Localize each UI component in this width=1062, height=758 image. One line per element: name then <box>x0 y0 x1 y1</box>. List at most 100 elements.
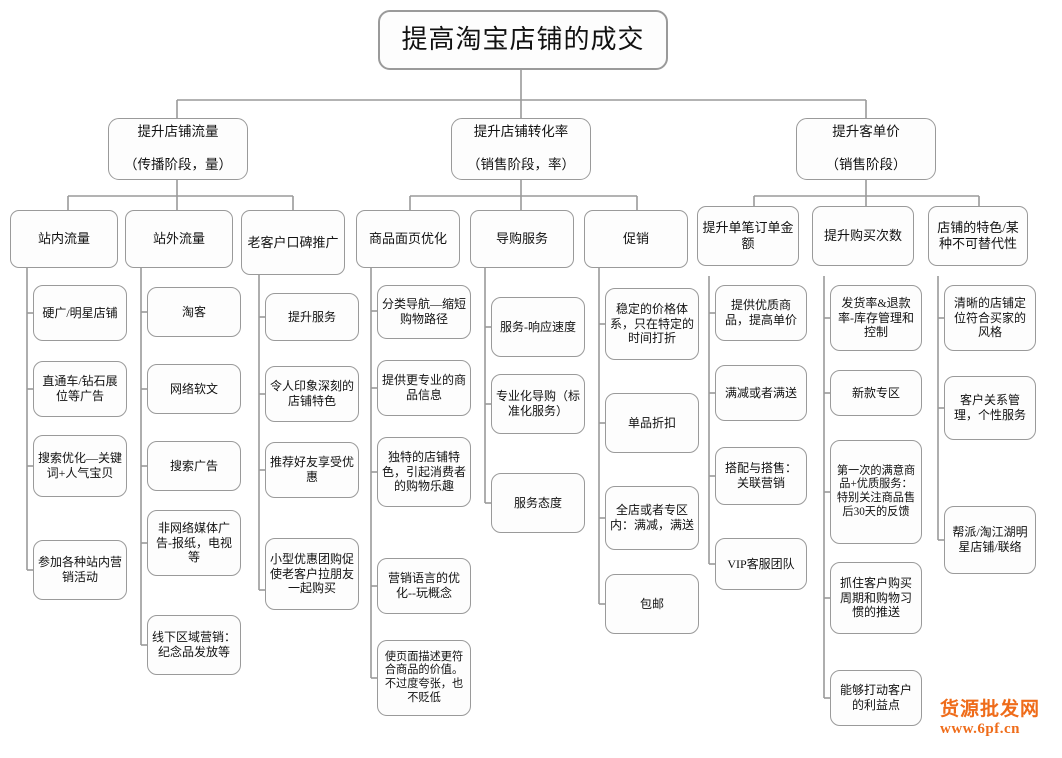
leaf-label: 满减或者满送 <box>724 385 797 400</box>
leaf-label: 帮派/淘江湖明星店铺/联络 <box>952 525 1028 554</box>
leaf-node: 直通车/钻石展位等广告 <box>33 361 127 417</box>
leaf-node: VIP客服团队 <box>715 538 807 590</box>
leaf-label: 清晰的店铺定位符合买家的风格 <box>953 296 1026 340</box>
leaf-label: 非网络媒体广告-报纸，电视等 <box>156 521 232 565</box>
watermark: 货源批发网 www.6pf.cn <box>940 700 1040 738</box>
leaf-label: 营销语言的优化--玩概念 <box>387 571 460 600</box>
leaf-node: 稳定的价格体系，只在特定的时间打折 <box>605 288 699 360</box>
leaf-label: 包邮 <box>639 596 664 611</box>
branch-label-line1: 提升店铺转化率 <box>473 124 569 140</box>
leaf-node: 非网络媒体广告-报纸，电视等 <box>147 510 241 576</box>
root-node: 提高淘宝店铺的成交 <box>378 10 668 70</box>
leaf-node: 专业化导购（标准化服务） <box>491 374 585 434</box>
leaf-node: 单品折扣 <box>605 393 699 453</box>
leaf-node: 服务-响应速度 <box>491 297 585 357</box>
leaf-label: 提供更专业的商品信息 <box>382 373 467 402</box>
leaf-node: 令人印象深刻的店铺特色 <box>265 366 359 422</box>
leaf-node: 网络软文 <box>147 364 241 414</box>
group-node-uniqueness: 店铺的特色/某种不可替代性 <box>928 206 1028 266</box>
leaf-node: 淘客 <box>147 287 241 337</box>
leaf-label: 搜索优化—关键词+人气宝贝 <box>38 451 123 480</box>
leaf-label: 搭配与搭售：关联营销 <box>724 461 797 490</box>
leaf-label: 令人印象深刻的店铺特色 <box>270 379 355 408</box>
leaf-label: 参加各种站内营销活动 <box>38 555 123 584</box>
group-node-offsite: 站外流量 <box>125 210 233 268</box>
branch-label-line2: （销售阶段） <box>825 157 907 173</box>
leaf-node: 线下区域营销：纪念品发放等 <box>147 615 241 675</box>
group-node-pagedesign: 商品面页优化 <box>356 210 460 268</box>
watermark-url: www.6pf.cn <box>940 720 1021 737</box>
leaf-node: 提升服务 <box>265 293 359 341</box>
leaf-node: 独特的店铺特色，引起消费者的购物乐趣 <box>377 437 471 507</box>
leaf-label: 提供优质商品，提高单价 <box>724 298 797 327</box>
leaf-label: 专业化导购（标准化服务） <box>496 389 581 418</box>
leaf-label: 抓住客户购买周期和购物习惯的推送 <box>839 576 912 620</box>
leaf-label: 独特的店铺特色，引起消费者的购物乐趣 <box>382 450 467 494</box>
leaf-node: 抓住客户购买周期和购物习惯的推送 <box>830 562 922 634</box>
group-label: 促销 <box>622 231 649 247</box>
leaf-node: 帮派/淘江湖明星店铺/联络 <box>944 506 1036 574</box>
watermark-brand: 货源批发网 <box>940 699 1041 720</box>
group-label: 导购服务 <box>495 231 548 247</box>
root-title: 提高淘宝店铺的成交 <box>401 25 645 55</box>
leaf-label: 发货率&退款率-库存管理和控制 <box>838 296 914 340</box>
leaf-node: 营销语言的优化--玩概念 <box>377 558 471 614</box>
leaf-node: 参加各种站内营销活动 <box>33 540 127 600</box>
leaf-label: 稳定的价格体系，只在特定的时间打折 <box>610 302 695 346</box>
leaf-node: 清晰的店铺定位符合买家的风格 <box>944 285 1036 351</box>
leaf-label: 服务态度 <box>513 495 562 510</box>
leaf-node: 分类导航—缩短购物路径 <box>377 285 471 339</box>
leaf-node: 发货率&退款率-库存管理和控制 <box>830 285 922 351</box>
leaf-node: 推荐好友享受优惠 <box>265 442 359 498</box>
leaf-label: 使页面描述更符合商品的价值。不过度夸张，也不贬低 <box>384 650 464 704</box>
leaf-node: 搜索优化—关键词+人气宝贝 <box>33 435 127 497</box>
group-label: 站外流量 <box>152 231 205 247</box>
leaf-node: 搭配与搭售：关联营销 <box>715 447 807 505</box>
leaf-label: 硬广/明星店铺 <box>42 305 118 320</box>
group-label: 老客户口碑推广 <box>247 234 339 250</box>
group-label: 提升单笔订单金额 <box>702 220 794 251</box>
branch-label-line2: （销售阶段，率） <box>467 157 575 173</box>
leaf-label: 推荐好友享受优惠 <box>270 455 355 484</box>
leaf-label: 直通车/钻石展位等广告 <box>42 374 118 403</box>
leaf-label: 服务-响应速度 <box>500 319 576 334</box>
leaf-node: 硬广/明星店铺 <box>33 285 127 341</box>
branch-label-line1: 提升店铺流量 <box>137 124 219 140</box>
leaf-node: 全店或者专区内：满减，满送 <box>605 486 699 550</box>
branch-node-conversion: 提升店铺转化率 （销售阶段，率） <box>451 118 591 180</box>
leaf-label: 分类导航—缩短购物路径 <box>382 297 467 326</box>
leaf-node: 包邮 <box>605 574 699 634</box>
group-label: 提升购买次数 <box>823 228 902 244</box>
group-node-wordofmouth: 老客户口碑推广 <box>241 210 345 275</box>
group-node-singleorder: 提升单笔订单金额 <box>697 206 799 266</box>
leaf-label: 客户关系管理，个性服务 <box>953 393 1026 422</box>
group-label: 站内流量 <box>37 231 90 247</box>
leaf-node: 使页面描述更符合商品的价值。不过度夸张，也不贬低 <box>377 640 471 716</box>
group-node-promotion: 促销 <box>584 210 688 268</box>
leaf-label: 线下区域营销：纪念品发放等 <box>152 630 237 659</box>
leaf-label: 小型优惠团购促使老客户拉朋友一起购买 <box>270 552 355 596</box>
group-label: 店铺的特色/某种不可替代性 <box>937 220 1019 251</box>
leaf-node: 客户关系管理，个性服务 <box>944 376 1036 440</box>
group-node-onsite: 站内流量 <box>10 210 118 268</box>
leaf-label: 全店或者专区内：满减，满送 <box>610 503 695 532</box>
leaf-label: 提升服务 <box>287 309 336 324</box>
leaf-node: 满减或者满送 <box>715 365 807 421</box>
branch-label-conversion: 提升店铺转化率 （销售阶段，率） <box>456 124 586 173</box>
leaf-label: 网络软文 <box>169 381 218 396</box>
group-label: 商品面页优化 <box>368 231 447 247</box>
leaf-label: 新款专区 <box>851 385 900 400</box>
branch-label-traffic: 提升店铺流量 （传播阶段，量） <box>113 124 243 173</box>
leaf-label: 搜索广告 <box>169 458 218 473</box>
leaf-label: VIP客服团队 <box>727 556 795 571</box>
leaf-label: 能够打动客户的利益点 <box>839 683 912 712</box>
branch-label-line2: （传播阶段，量） <box>124 157 232 173</box>
branch-label-ordervalue: 提升客单价 （销售阶段） <box>801 124 931 173</box>
group-node-guideservice: 导购服务 <box>470 210 574 268</box>
leaf-node: 提供优质商品，提高单价 <box>715 285 807 341</box>
branch-node-traffic: 提升店铺流量 （传播阶段，量） <box>108 118 248 180</box>
leaf-node: 第一次的满意商品+优质服务：特别关注商品售后30天的反馈 <box>830 440 922 544</box>
leaf-node: 能够打动客户的利益点 <box>830 670 922 726</box>
leaf-label: 淘客 <box>181 304 206 319</box>
